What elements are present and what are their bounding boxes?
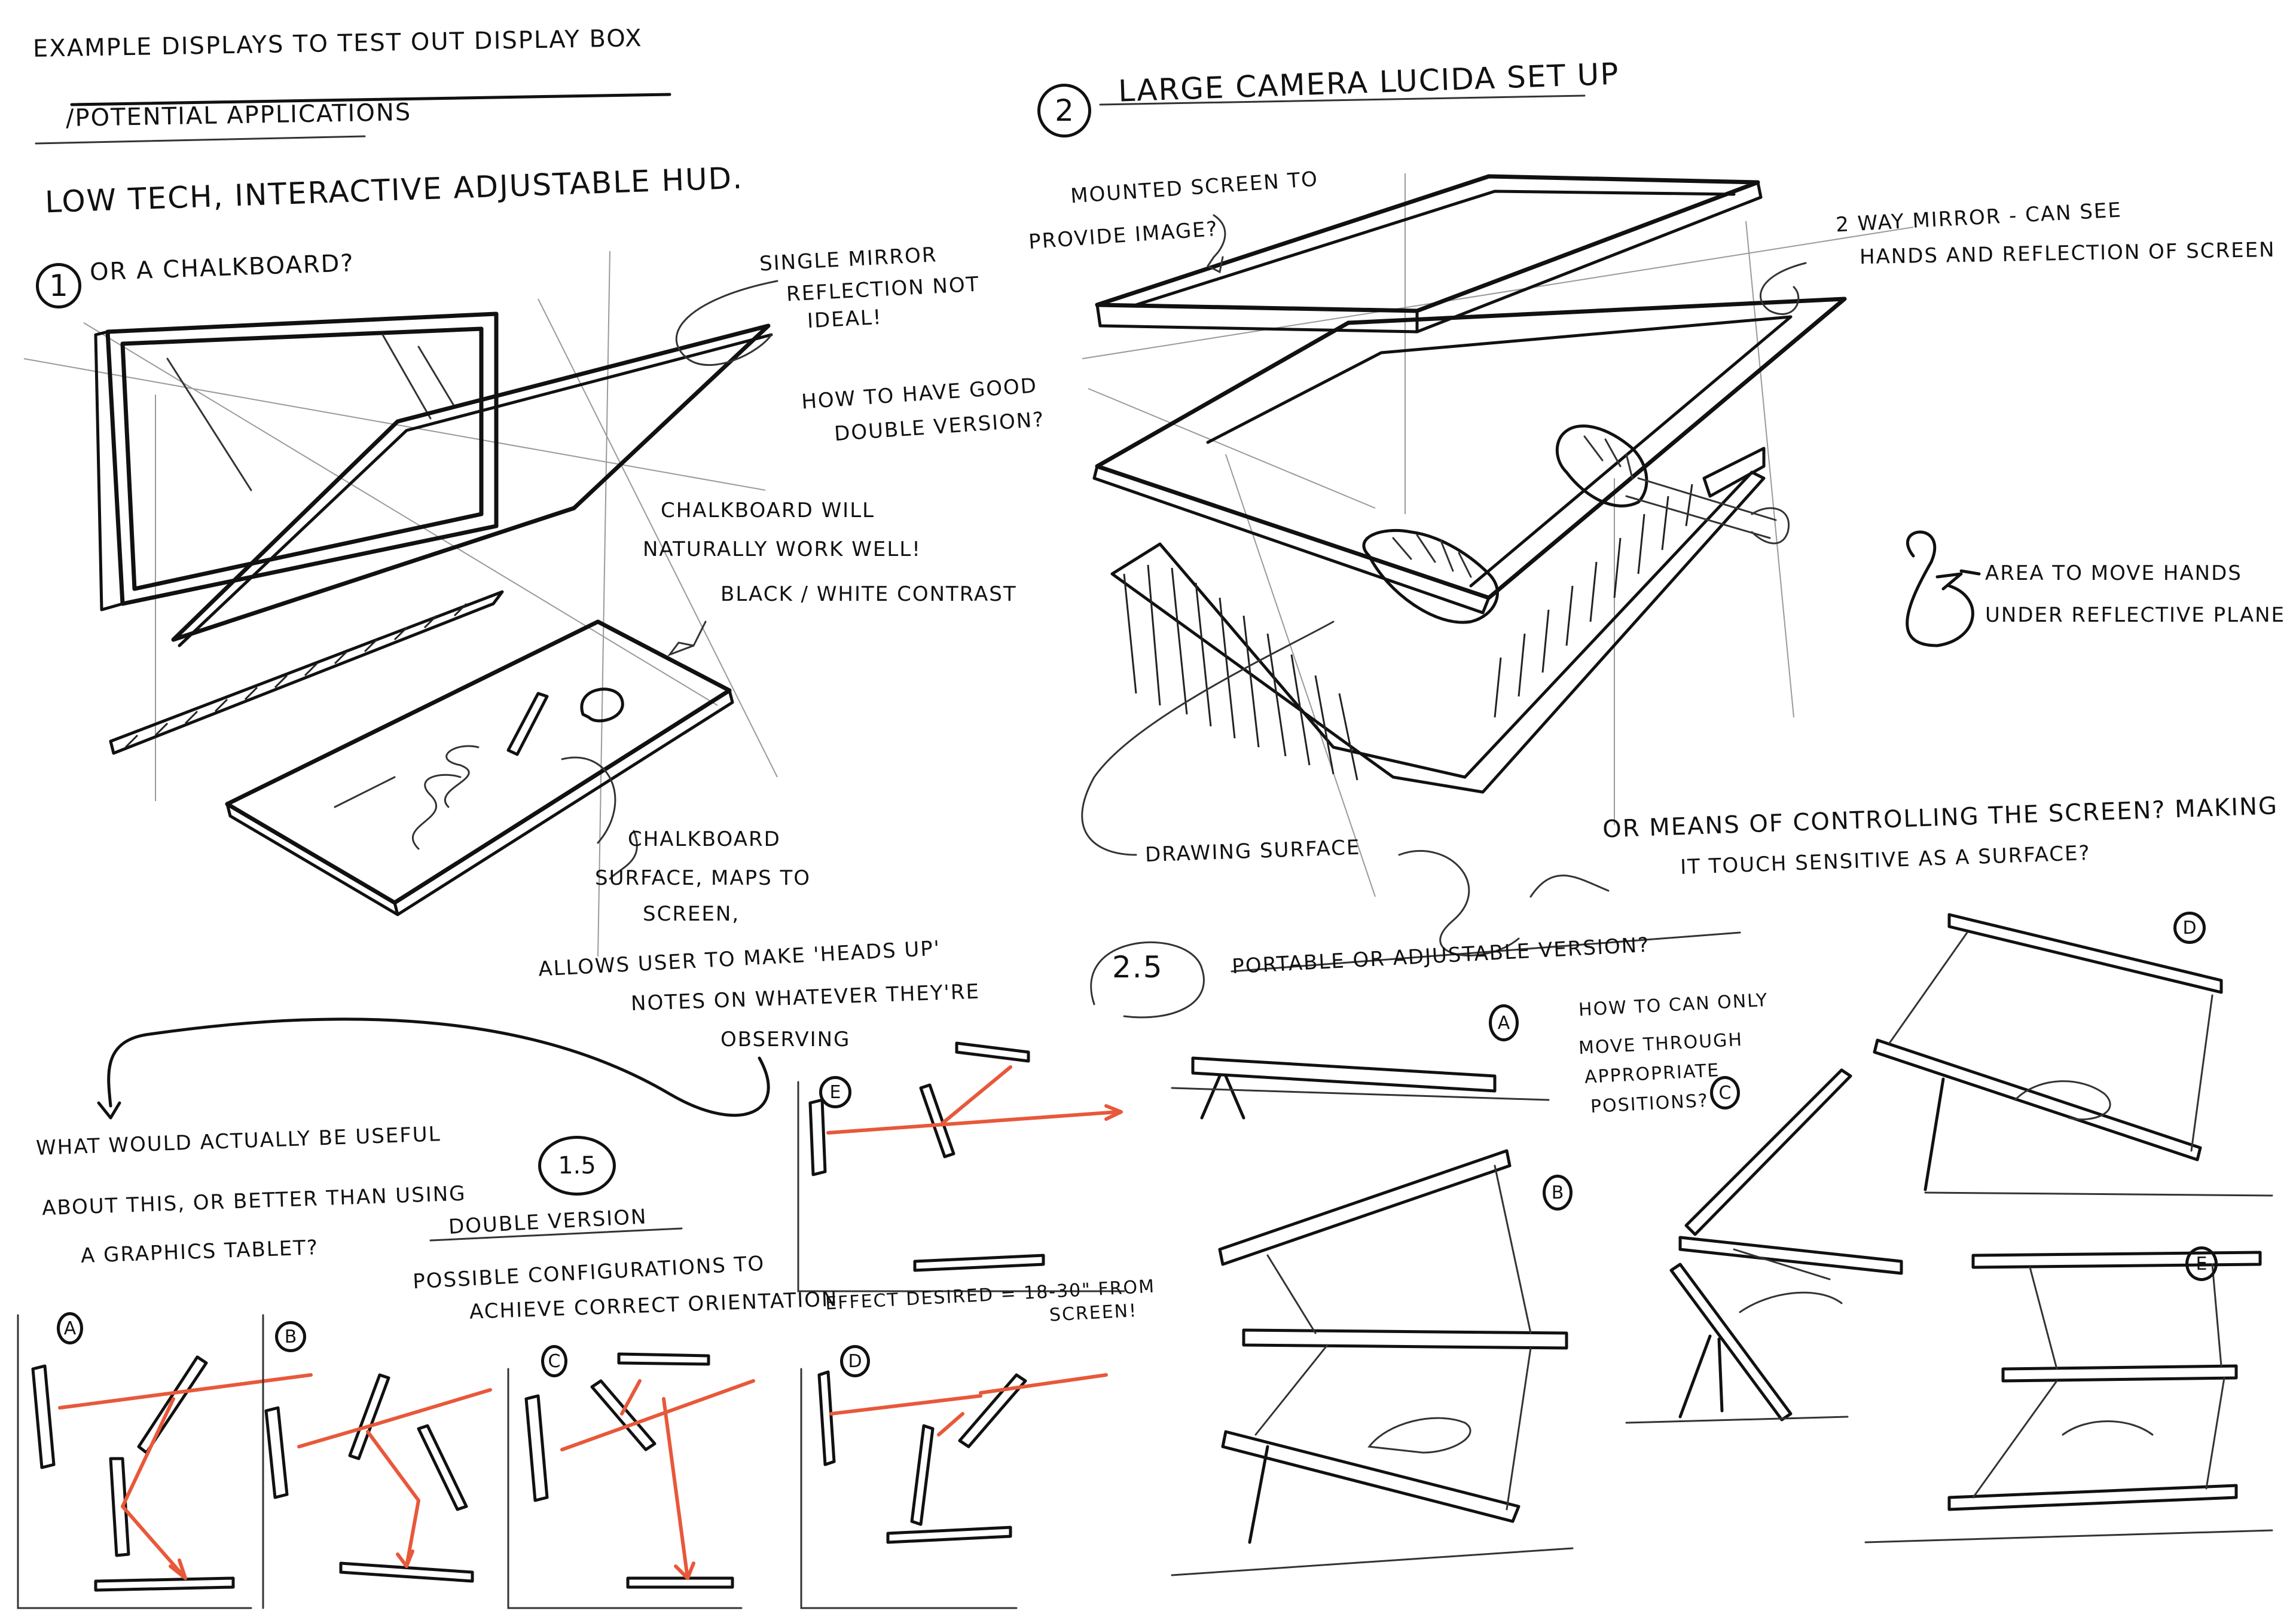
- note-allows-3: OBSERVING: [720, 1028, 851, 1052]
- note-surface-2: SURFACE, MAPS TO: [595, 866, 811, 890]
- note-chalkboard-2: NATURALLY WORK WELL!: [643, 537, 921, 561]
- note-surface-3: SCREEN,: [643, 902, 740, 926]
- variant-e-label: E: [2185, 1246, 2218, 1281]
- config-d-label: D: [840, 1345, 870, 1377]
- base-hatching: [1123, 484, 1693, 781]
- note-area-hands-1: AREA TO MOVE HANDS: [1985, 561, 2242, 585]
- section-1-number: 1: [36, 263, 81, 308]
- note-area-hands-2: UNDER REFLECTIVE PLANE: [1985, 603, 2285, 627]
- double-version-diagrams: [17, 1041, 1125, 1609]
- variant-b-label: B: [1543, 1175, 1573, 1211]
- note-chalkboard-1: CHALKBOARD WILL: [661, 499, 875, 522]
- section-2-number: 2: [1037, 84, 1091, 137]
- floor-hatching: [124, 603, 468, 748]
- variant-d-label: D: [2173, 912, 2206, 944]
- header-underlines: [35, 93, 671, 145]
- note-surface-1: CHALKBOARD: [628, 827, 781, 851]
- config-a-label: A: [57, 1312, 83, 1344]
- note-single-mirror-3: IDEAL!: [807, 305, 883, 334]
- section-2-5-number: 2.5: [1112, 950, 1164, 985]
- note-chalkboard-3: BLACK / WHITE CONTRAST: [720, 582, 1017, 606]
- camera-lucida-sketch: [1081, 94, 1981, 956]
- adjustable-version-sketches: [1090, 913, 2273, 1576]
- config-b-label: B: [275, 1321, 306, 1352]
- variant-c-label: C: [1710, 1076, 1740, 1109]
- section-1-5-number: 1.5: [538, 1136, 616, 1196]
- hand-sketches: [1362, 424, 1790, 624]
- variant-a-label: A: [1489, 1004, 1519, 1041]
- chalkboard-sketch: [23, 250, 778, 1120]
- config-e-label: E: [819, 1076, 851, 1108]
- config-c-label: C: [541, 1345, 567, 1377]
